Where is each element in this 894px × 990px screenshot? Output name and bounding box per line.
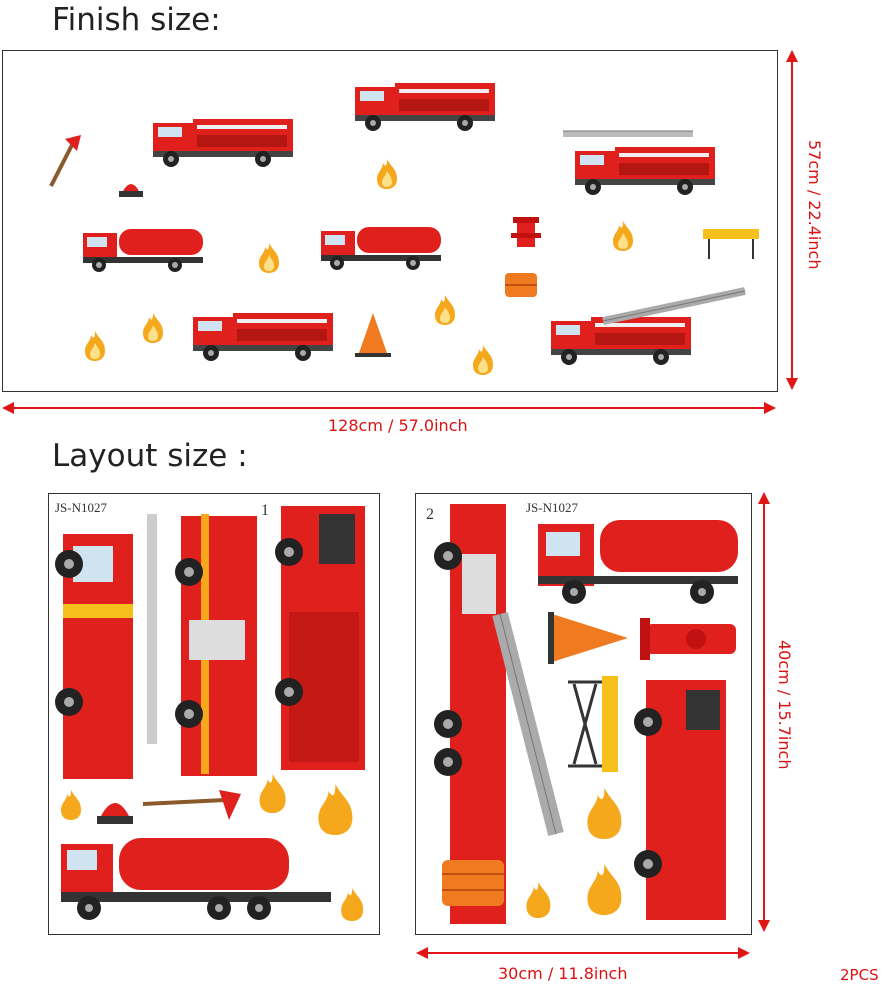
fire-truck-vertical	[634, 680, 726, 920]
axe-icon	[49, 135, 81, 187]
hydrant-icon	[640, 618, 736, 660]
layout-size-heading: Layout size :	[52, 438, 248, 474]
flame-icon	[61, 790, 81, 820]
axe-icon	[142, 790, 241, 820]
flame-icon	[587, 864, 622, 915]
fire-truck-vertical	[175, 514, 257, 776]
hose-reel-icon	[442, 860, 504, 906]
flame-icon	[259, 774, 286, 813]
ladder-truck	[551, 287, 746, 365]
traffic-cone-icon	[355, 313, 391, 357]
finish-size-heading: Finish size:	[52, 2, 221, 38]
flame-icon	[341, 888, 364, 921]
beacon-icon	[97, 803, 133, 824]
finish-preview-panel	[2, 50, 778, 392]
tanker-truck	[538, 520, 738, 604]
flame-icon	[526, 882, 551, 918]
beacon-icon	[119, 184, 143, 197]
sheet-number: 2	[426, 506, 434, 523]
finish-height-label: 57cm / 22.4inch	[805, 140, 824, 270]
fire-truck-vertical	[275, 506, 365, 770]
flame-icon	[587, 788, 622, 839]
ladder-truck	[563, 130, 715, 195]
tanker-truck	[61, 838, 331, 920]
traffic-cone-icon	[548, 612, 628, 664]
sticker-sheet-1: JS-N1027 1	[48, 493, 380, 935]
sheet-number: 1	[261, 502, 269, 519]
sheet-code: JS-N1027	[55, 500, 108, 515]
sheet-1-stickers	[55, 506, 365, 921]
barrier-icon	[703, 229, 759, 259]
sticker-sheet-2: 2 JS-N1027	[415, 493, 752, 935]
hose-reel-icon	[505, 273, 537, 297]
hydrant-icon	[511, 217, 541, 247]
finish-width-label: 128cm / 57.0inch	[328, 416, 468, 435]
sheet-code: JS-N1027	[526, 500, 579, 515]
barrier-icon	[568, 676, 618, 772]
flame-icon	[318, 784, 353, 835]
sheet-height-label: 40cm / 15.7inch	[775, 640, 794, 770]
ladder-truck-vertical	[434, 504, 564, 924]
sheet-2-stickers	[434, 504, 738, 924]
finish-scene	[49, 83, 759, 375]
ladder-truck-vertical	[55, 514, 157, 779]
quantity-label: 2PCS	[840, 966, 879, 984]
sheet-width-label: 30cm / 11.8inch	[498, 964, 628, 983]
